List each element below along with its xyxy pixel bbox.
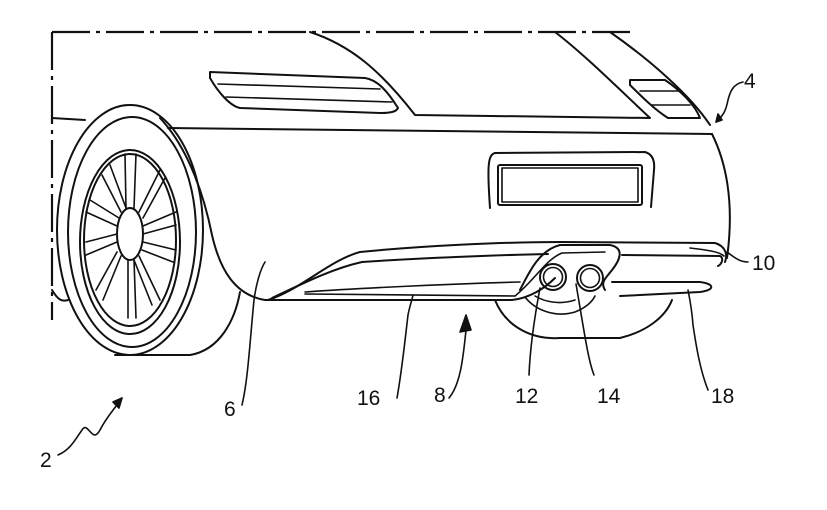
license-plate-recess bbox=[487, 151, 656, 209]
label-18: 18 bbox=[711, 385, 734, 408]
label-16: 16 bbox=[357, 387, 380, 410]
label-12: 12 bbox=[515, 385, 538, 408]
rear-fender bbox=[51, 117, 276, 356]
section-frame bbox=[50, 30, 636, 320]
leader-8 bbox=[448, 329, 467, 399]
label-10: 10 bbox=[752, 252, 775, 275]
right-vent bbox=[629, 79, 701, 119]
wheel-spokes bbox=[85, 153, 177, 319]
label-4: 4 bbox=[744, 70, 756, 93]
leader-16 bbox=[396, 294, 414, 399]
left-vent bbox=[209, 71, 399, 114]
leader-10 bbox=[726, 251, 749, 263]
tailpipe-right bbox=[576, 264, 604, 292]
arrowhead-4 bbox=[715, 113, 723, 123]
exhaust-outlet-housing bbox=[514, 244, 621, 297]
label-8: 8 bbox=[434, 384, 446, 407]
leader-4 bbox=[715, 81, 744, 123]
rear-window bbox=[309, 31, 711, 126]
arrowhead-2 bbox=[112, 397, 123, 409]
leader-6 bbox=[241, 261, 266, 406]
rear-wheel bbox=[56, 104, 204, 356]
leader-12 bbox=[528, 287, 541, 376]
label-2: 2 bbox=[40, 449, 52, 472]
rear-apron bbox=[267, 241, 728, 301]
label-6: 6 bbox=[224, 398, 236, 421]
leader-14 bbox=[575, 283, 595, 376]
tailpipe-left bbox=[539, 263, 567, 291]
leader-18 bbox=[687, 289, 709, 391]
leader-2 bbox=[57, 397, 123, 456]
arrowhead-8 bbox=[459, 314, 472, 333]
label-14: 14 bbox=[597, 385, 621, 408]
leader-lines bbox=[57, 81, 749, 456]
body-shoulder-line bbox=[51, 117, 731, 259]
